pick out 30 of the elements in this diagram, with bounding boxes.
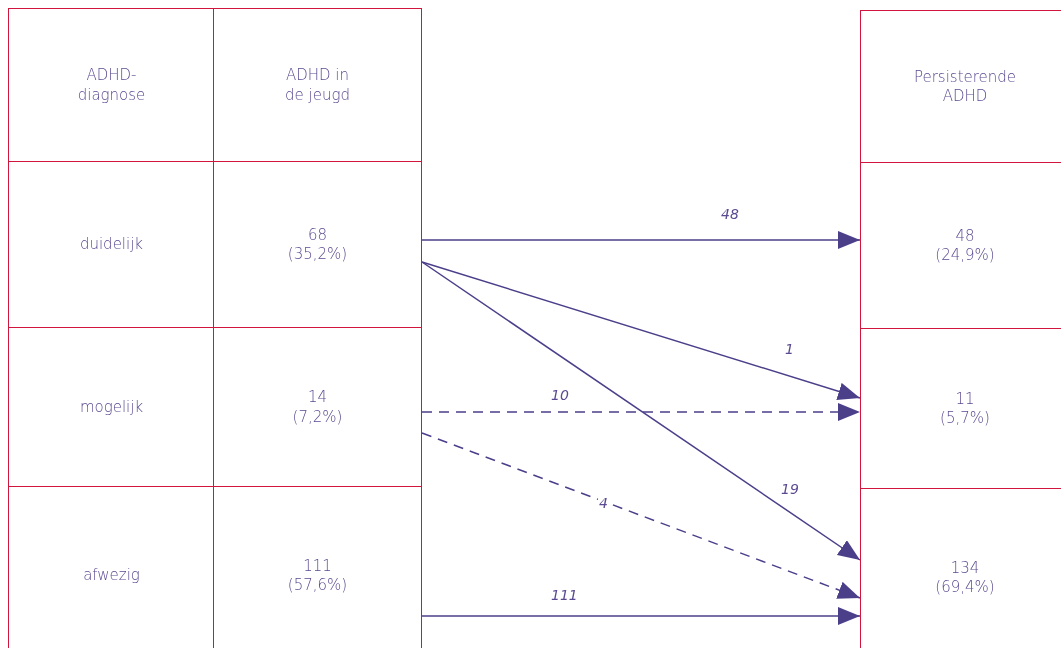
table-cell — [213, 8, 422, 163]
cell-text: 11 (5,7%) — [939, 389, 991, 429]
table-cell — [860, 162, 1061, 330]
cell-text: ADHD-diagnose — [76, 66, 147, 105]
cell-text: Persisterende ADHD — [912, 67, 1018, 107]
table-cell — [213, 161, 422, 329]
cell-text: duidelijk — [79, 235, 144, 255]
arrow — [421, 607, 861, 625]
table-cell — [860, 488, 1061, 648]
cell-text: 111 (57,6%) — [286, 556, 349, 596]
table-cell — [8, 327, 215, 488]
table-cell — [8, 161, 215, 329]
table-cell — [8, 486, 215, 648]
table-cell — [213, 486, 422, 648]
table-cell — [860, 10, 1061, 164]
cell-text: ADHD in de jeugd — [284, 66, 351, 105]
arrow — [421, 261, 861, 401]
arrow — [421, 403, 861, 421]
arrow — [421, 432, 861, 599]
arrow — [421, 231, 861, 249]
table-cell — [213, 327, 422, 488]
cell-text: mogelijk — [79, 397, 144, 418]
cell-text: 68 (35,2%) — [286, 225, 349, 265]
arrow — [421, 261, 861, 561]
table-cell — [8, 8, 215, 163]
cell-text: 134 (69,4%) — [934, 558, 996, 598]
cell-text: 14 (7,2%) — [291, 388, 344, 427]
cell-text: 48 (24,9%) — [934, 226, 996, 266]
cell-text: afwezig — [83, 566, 140, 586]
table-cell — [860, 328, 1061, 490]
